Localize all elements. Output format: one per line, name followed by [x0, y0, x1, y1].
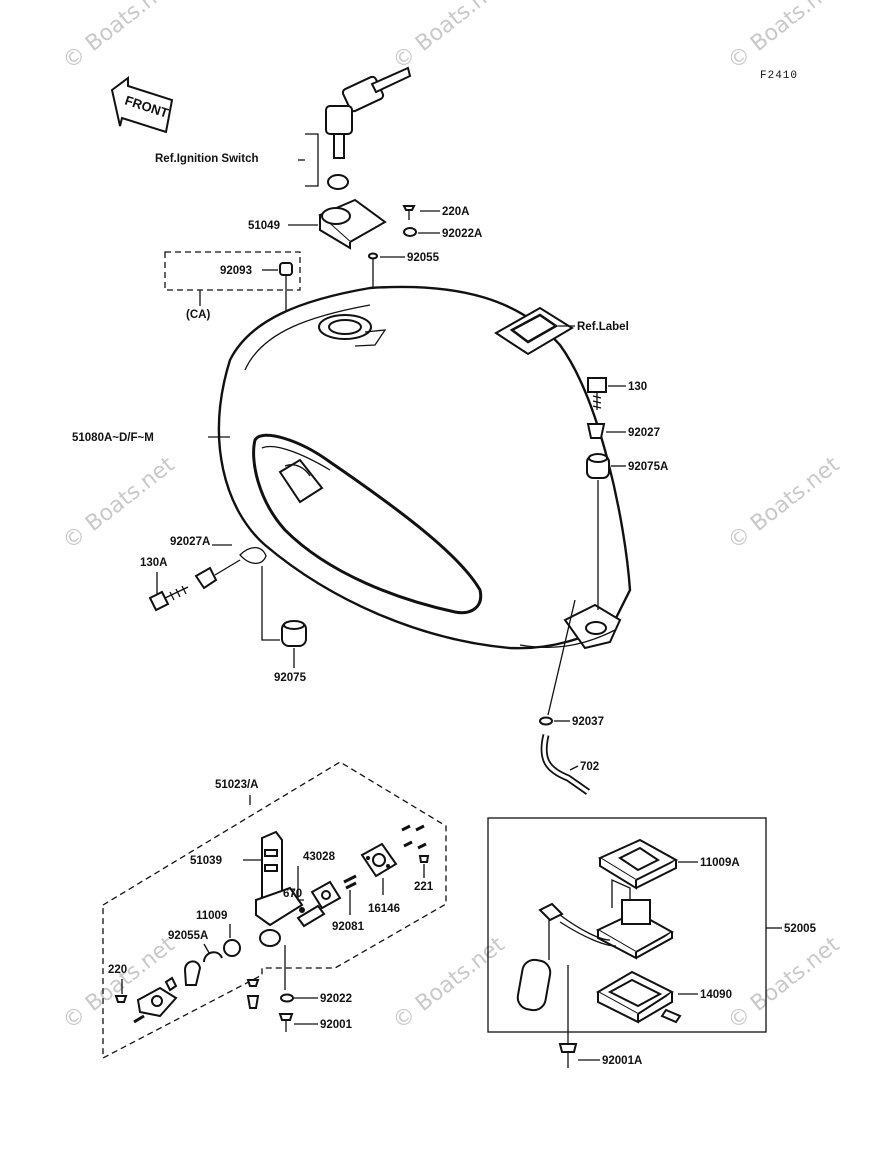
ca-region-box: [164, 251, 301, 291]
collar-92027-icon: [586, 423, 606, 439]
label-11009: 11009: [196, 910, 227, 922]
label-ca: (CA): [186, 309, 210, 321]
clamp-92037-icon: [539, 716, 553, 726]
label-52005: 52005: [784, 923, 817, 935]
label-92075: 92075: [274, 672, 307, 684]
cover-16146-icon: [360, 842, 398, 878]
front-arrow-icon: FRONT: [110, 76, 174, 134]
watermark: © Boats.net: [723, 0, 844, 75]
washer-92022A-icon: [403, 227, 417, 237]
label-92027: 92027: [628, 427, 660, 439]
fuel-sensor-box: [487, 817, 767, 1033]
washer-92022-icon: [280, 993, 294, 1003]
fuel-level-sensor-icon: [516, 878, 675, 1012]
screw-220-icon: [114, 995, 128, 1003]
label-92037: 92037: [572, 716, 604, 728]
plug-92093-icon: [279, 262, 293, 276]
label-ref-label: Ref.Label: [577, 321, 629, 333]
label-92027A: 92027A: [170, 536, 210, 548]
screw-220A-icon: [402, 205, 416, 220]
label-92055: 92055: [407, 252, 440, 264]
ref-label-plate: [494, 306, 574, 356]
watermark: © Boats.net: [388, 0, 509, 75]
screw-92081-icon: [343, 874, 357, 890]
screws-221-icon: [401, 824, 430, 863]
ignition-switch-bracket: [298, 133, 349, 190]
label-92093: 92093: [220, 265, 252, 277]
watermark: © Boats.net: [723, 932, 844, 1035]
grommet-92075A-icon: [586, 453, 610, 479]
bolt-130A-icon: [148, 585, 189, 612]
label-220: 220: [108, 964, 127, 976]
label-14090: 14090: [700, 989, 732, 1001]
figure-code: F2410: [760, 70, 798, 82]
fuel-tank: [217, 285, 632, 650]
watermark: © Boats.net: [58, 932, 179, 1035]
key-icon: [325, 66, 412, 159]
gasket-11009A-icon: [597, 838, 679, 890]
label-92075A: 92075A: [628, 461, 668, 473]
label-220A: 220A: [442, 206, 470, 218]
oring-92055-icon: [368, 252, 378, 260]
label-51023: 51023/A: [215, 779, 258, 791]
watermark: © Boats.net: [58, 0, 179, 75]
label-221: 221: [414, 881, 434, 893]
label-11009A: 11009A: [700, 857, 740, 869]
label-130: 130: [628, 381, 647, 393]
screw-92001-icon: [278, 1013, 294, 1032]
watermark: © Boats.net: [58, 452, 179, 555]
label-92081: 92081: [332, 921, 365, 933]
label-51039: 51039: [190, 855, 222, 867]
label-92001A: 92001A: [602, 1055, 642, 1067]
grommet-92075-icon: [281, 620, 307, 647]
fuel-tap: [255, 830, 326, 947]
gasket-43028-icon: [310, 880, 342, 910]
label-16146: 16146: [368, 903, 400, 915]
lever-icon: [183, 960, 202, 986]
label-92001: 92001: [320, 1019, 353, 1031]
collar-92027A-icon: [194, 566, 218, 590]
label-130A: 130A: [140, 557, 168, 569]
label-670: 670: [283, 888, 302, 900]
bracket-14090-icon: [595, 970, 682, 1024]
oring-92055A-icon: [203, 951, 223, 963]
gasket-11009-icon: [223, 939, 241, 957]
bolt-130-icon: [587, 377, 607, 410]
label-92022: 92022: [320, 993, 352, 1005]
watermark: © Boats.net: [723, 452, 844, 555]
label-51080: 51080A~D/F~M: [72, 432, 154, 444]
label-702: 702: [580, 761, 599, 773]
label-51049: 51049: [248, 220, 280, 232]
label-92022A: 92022A: [442, 228, 482, 240]
label-92055A: 92055A: [168, 930, 208, 942]
label-43028: 43028: [303, 851, 336, 863]
label-ignition-switch: Ref.Ignition Switch: [155, 153, 259, 165]
oring-670-icon: [299, 907, 305, 913]
screw-92001A-icon: [558, 1043, 578, 1068]
tank-cap: [318, 198, 387, 250]
watermark: © Boats.net: [388, 932, 509, 1035]
